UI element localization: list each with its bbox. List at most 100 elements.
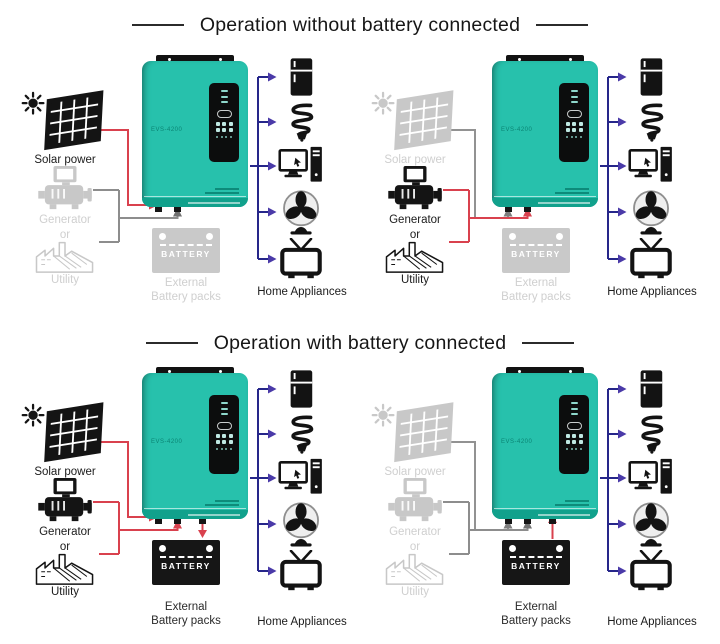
- refrigerator-item: [625, 58, 677, 96]
- generator-utility-to-inverter-wire: [443, 501, 532, 555]
- battery: BATTERY: [152, 540, 220, 585]
- battery-dashed-line: [160, 244, 212, 246]
- inverter-battery-port: [199, 519, 206, 524]
- inverter-fine-print: [565, 500, 589, 502]
- television-item: [275, 550, 327, 592]
- computer-item: [275, 458, 327, 498]
- battery-terminal-icon: [159, 545, 166, 552]
- display-indicator: [570, 413, 578, 415]
- television-icon: [628, 238, 674, 280]
- inverter-bottom-strip: [492, 198, 598, 207]
- external-battery-packs-label: External Battery packs: [468, 276, 604, 304]
- title-dash-left: [131, 23, 184, 27]
- battery-terminal-icon: [556, 545, 563, 552]
- inverter-to-appliances-wires: [250, 384, 277, 576]
- inverter-display: [209, 83, 239, 162]
- computer-icon: [277, 458, 325, 498]
- computer-icon: [277, 146, 325, 186]
- external-battery-packs-label: External Battery packs: [118, 600, 254, 628]
- inverter-body: EVS-4200: [492, 373, 598, 519]
- battery-terminal-icon: [159, 233, 166, 240]
- title-without-battery: Operation without battery connected: [0, 12, 720, 38]
- utility-source: Utility: [363, 236, 467, 287]
- inverter-body: EVS-4200: [142, 373, 248, 519]
- inverter-bottom-strip: [142, 510, 248, 519]
- screw-icon: [518, 370, 521, 373]
- generator-utility-to-inverter-wire: [93, 501, 182, 555]
- home-appliances-column: Home Appliances: [5, 50, 357, 332]
- inverter-port: [155, 207, 162, 212]
- external-battery-packs-label: External Battery packs: [468, 600, 604, 628]
- solar-power-label: Solar power: [34, 154, 96, 166]
- battery-label: BATTERY: [161, 249, 211, 259]
- display-indicator: [220, 95, 228, 98]
- inverter-fine-print: [205, 504, 239, 506]
- television-icon: [278, 238, 324, 280]
- display-indicator: [570, 402, 578, 404]
- display-leds: [216, 136, 232, 138]
- cfl-bulb-icon: [631, 102, 671, 142]
- battery-dashed-line: [160, 556, 212, 558]
- utility-label: Utility: [400, 274, 430, 286]
- refrigerator-icon: [281, 370, 321, 408]
- wiring-lines: [443, 384, 627, 576]
- title-with-battery: Operation with battery connected: [0, 330, 720, 356]
- refrigerator-icon: [631, 370, 671, 408]
- or-label: or: [409, 540, 421, 553]
- display-button: [216, 109, 232, 118]
- inverter-to-appliances-wires: [600, 384, 627, 576]
- inverter-model-label: EVS-4200: [151, 439, 183, 445]
- display-button: [566, 421, 582, 430]
- fan-icon: [630, 501, 673, 547]
- inverter-fine-print: [555, 192, 589, 194]
- inverter-seam: [494, 196, 596, 197]
- battery-label: BATTERY: [511, 249, 561, 259]
- inverter-seam: [144, 196, 246, 197]
- battery-dashed-line: [510, 556, 562, 558]
- or-label: or: [409, 228, 421, 241]
- computer-icon: [627, 146, 675, 186]
- external-line1: External: [164, 277, 208, 289]
- display-indicator: [220, 407, 228, 410]
- mounting-bracket: [506, 367, 584, 376]
- battery: BATTERY: [152, 228, 220, 273]
- computer-item: [625, 146, 677, 186]
- inverter-seam: [494, 508, 596, 509]
- inverter-bottom-strip: [142, 198, 248, 207]
- home-appliances-label: Home Appliances: [257, 286, 347, 298]
- inverter-port: [524, 519, 531, 524]
- generator-source: Generator or: [13, 478, 117, 553]
- cfl-bulb-item: [275, 414, 327, 454]
- screw-icon: [219, 370, 222, 373]
- generator-label: Generator: [39, 526, 91, 538]
- inverter-display: [559, 395, 589, 474]
- solar-power-source: Solar power: [13, 90, 117, 167]
- fan-item: [625, 501, 677, 547]
- fan-icon: [280, 501, 323, 547]
- battery: BATTERY: [502, 540, 570, 585]
- generator-source: Generator or: [363, 478, 467, 553]
- television-item: [275, 238, 327, 280]
- solar-power-label: Solar power: [384, 466, 446, 478]
- cfl-bulb-item: [625, 102, 677, 142]
- computer-item: [275, 146, 327, 186]
- inverter-fine-print: [215, 500, 239, 502]
- screw-icon: [518, 58, 521, 61]
- mounting-bracket: [156, 367, 234, 376]
- utility-label: Utility: [50, 274, 80, 286]
- display-indicator: [220, 101, 228, 103]
- screw-icon: [569, 370, 572, 373]
- display-indicator: [570, 95, 578, 98]
- display-indicator: [570, 101, 578, 103]
- inverter: EVS-4200: [142, 367, 248, 524]
- inverter-body: EVS-4200: [142, 61, 248, 207]
- screw-icon: [219, 58, 222, 61]
- television-icon: [628, 550, 674, 592]
- display-keypad: [215, 433, 233, 444]
- inverter-model-label: EVS-4200: [501, 439, 533, 445]
- battery-terminal-icon: [206, 233, 213, 240]
- display-button: [566, 109, 582, 118]
- inverter: EVS-4200: [492, 55, 598, 212]
- or-label: or: [59, 228, 71, 241]
- screw-icon: [168, 58, 171, 61]
